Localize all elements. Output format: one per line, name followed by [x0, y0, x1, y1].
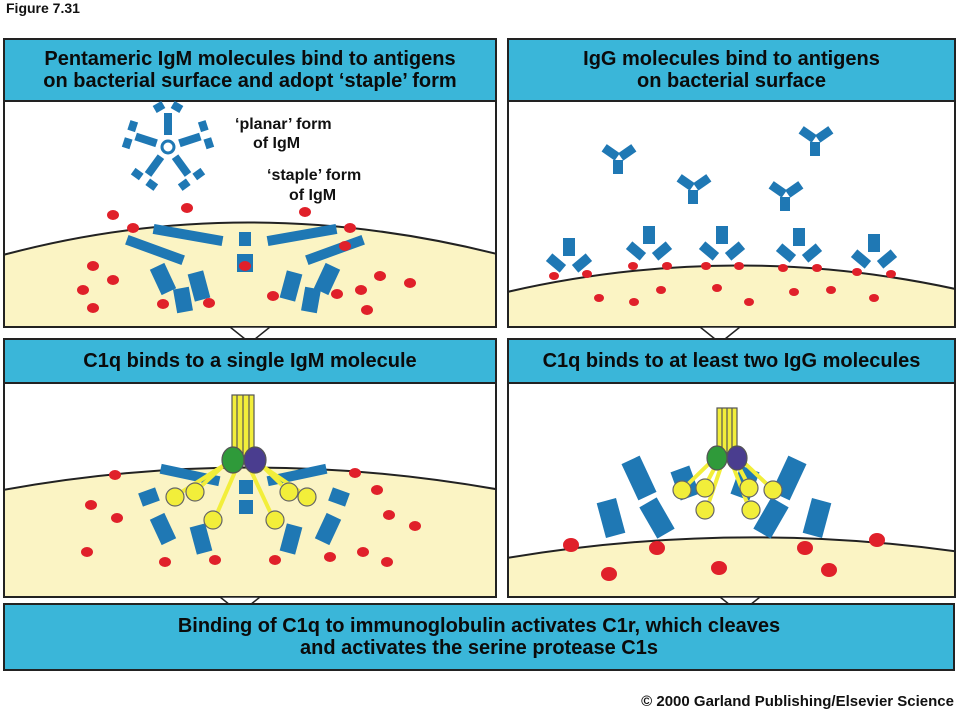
c1r-subunit — [706, 445, 728, 471]
panel-c1q-igg-title-text: C1q binds to at least two IgG molecules — [542, 350, 921, 372]
panel-igm-binding-title: Pentameric IgM molecules bind to antigen… — [5, 40, 495, 102]
antigens — [81, 468, 421, 567]
panel-c1q-igm: C1q binds to a single IgM molecule — [3, 338, 497, 598]
panel-c1q-igg-title: C1q binds to at least two IgG molecules — [509, 340, 954, 384]
label-staple-line1: ‘staple’ form — [267, 167, 361, 184]
bacterial-surface — [509, 536, 954, 596]
igg-binding-illustration — [509, 126, 954, 326]
label-staple-line2: of IgM — [289, 187, 336, 204]
bacterial-surface — [5, 221, 495, 326]
c1q-molecule — [672, 407, 783, 520]
panel-igg-title-line1: IgG molecules bind to antigens — [583, 48, 880, 70]
c1s-subunit — [726, 445, 748, 471]
planar-igm — [121, 101, 215, 191]
planar-igm-arm — [152, 101, 184, 135]
bound-igg — [545, 226, 898, 273]
panel-igg-binding-title: IgG molecules bind to antigens on bacter… — [509, 40, 954, 102]
conclusion-line1: Binding of C1q to immunoglobulin activat… — [177, 615, 781, 637]
figure-label: Figure 7.31 — [6, 0, 80, 16]
bacterial-surface — [509, 264, 954, 326]
copyright-notice: © 2000 Garland Publishing/Elsevier Scien… — [641, 693, 954, 710]
label-planar-line1: ‘planar’ form — [235, 116, 332, 133]
panel-igm-title-line1: Pentameric IgM molecules bind to antigen… — [44, 48, 456, 70]
panel-c1q-igm-title: C1q binds to a single IgM molecule — [5, 340, 495, 384]
staple-igm — [138, 463, 350, 555]
panel-igm-title-line2: on bacterial surface and adopt ‘staple’ … — [43, 70, 457, 92]
c1r-subunit — [221, 446, 245, 474]
panel-igm-binding: Pentameric IgM molecules bind to antigen… — [3, 38, 497, 328]
igm-binding-illustration: ‘planar’ form of IgM ‘staple’ form of Ig… — [5, 101, 495, 326]
c1q-igg-illustration — [509, 407, 954, 596]
free-igg — [601, 126, 834, 211]
label-planar-line2: of IgM — [253, 135, 300, 152]
staple-igm — [125, 223, 365, 314]
panel-igg-title-line2: on bacterial surface — [637, 70, 826, 92]
panel-igg-binding: IgG molecules bind to antigens on bacter… — [507, 38, 956, 328]
antigens — [77, 203, 416, 315]
panel-c1q-igm-title-text: C1q binds to a single IgM molecule — [83, 350, 417, 372]
c1s-subunit — [243, 446, 267, 474]
antigens — [563, 533, 885, 581]
panel-c1q-igg: C1q binds to at least two IgG molecules — [507, 338, 956, 598]
c1q-igm-illustration — [5, 394, 495, 596]
conclusion-box: Binding of C1q to immunoglobulin activat… — [3, 603, 955, 671]
conclusion-line2: and activates the serine protease C1s — [300, 637, 658, 659]
bacterial-surface — [5, 466, 495, 596]
c1q-molecule — [165, 394, 317, 530]
down-arrow-left-top — [228, 326, 272, 344]
down-arrow-right-top — [698, 326, 742, 344]
antigens — [549, 262, 896, 306]
